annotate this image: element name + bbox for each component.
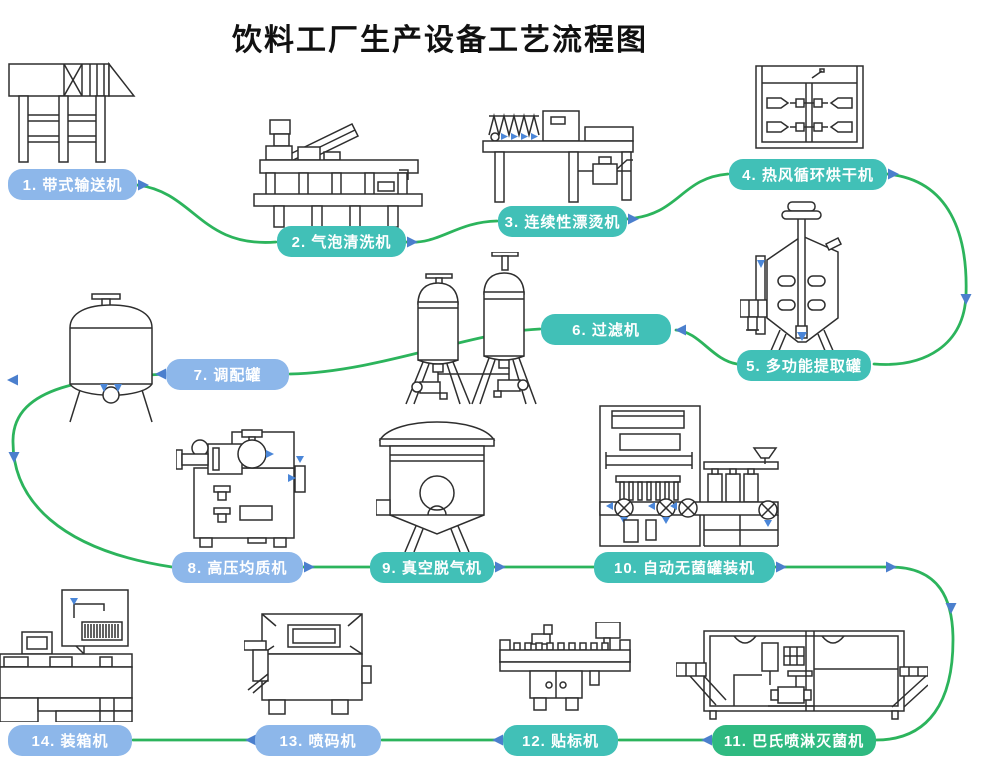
station-label-5: 5. 多功能提取罐 [737,350,871,381]
station-label-2: 2. 气泡清洗机 [277,226,406,257]
station-label-4: 4. 热风循环烘干机 [729,159,887,190]
equipment-filter-machine [396,251,551,415]
station-label-9: 9. 真空脱气机 [370,552,494,583]
equipment-extraction-tank [739,200,877,360]
equipment-vacuum-degasser [375,412,498,559]
station-label-14: 14. 装箱机 [8,725,132,756]
station-label-12: 12. 贴标机 [503,725,618,756]
page-title: 饮料工厂生产设备工艺流程图 [232,24,648,57]
equipment-continuous-blancher [481,107,636,212]
equipment-labeling-machine [498,621,633,732]
equipment-homogenizer [175,428,308,555]
station-label-1: 1. 带式输送机 [8,169,137,200]
equipment-aseptic-filler [596,402,782,555]
station-label-13: 13. 喷码机 [255,725,381,756]
equipment-belt-conveyor [6,58,136,173]
station-label-7: 7. 调配罐 [166,359,289,390]
station-label-10: 10. 自动无菌罐装机 [594,552,775,583]
equipment-box-packer [0,588,140,727]
station-label-6: 6. 过滤机 [541,314,671,345]
equipment-hot-air-dryer [752,63,867,160]
equipment-inkjet-coder [243,610,374,727]
equipment-pasteurizer [675,627,929,726]
equipment-mixing-tank [58,292,166,429]
station-label-3: 3. 连续性漂烫机 [498,206,627,237]
station-label-8: 8. 高压均质机 [172,552,303,583]
equipment-bubble-washer [252,112,427,235]
station-label-11: 11. 巴氏喷淋灭菌机 [712,725,876,756]
